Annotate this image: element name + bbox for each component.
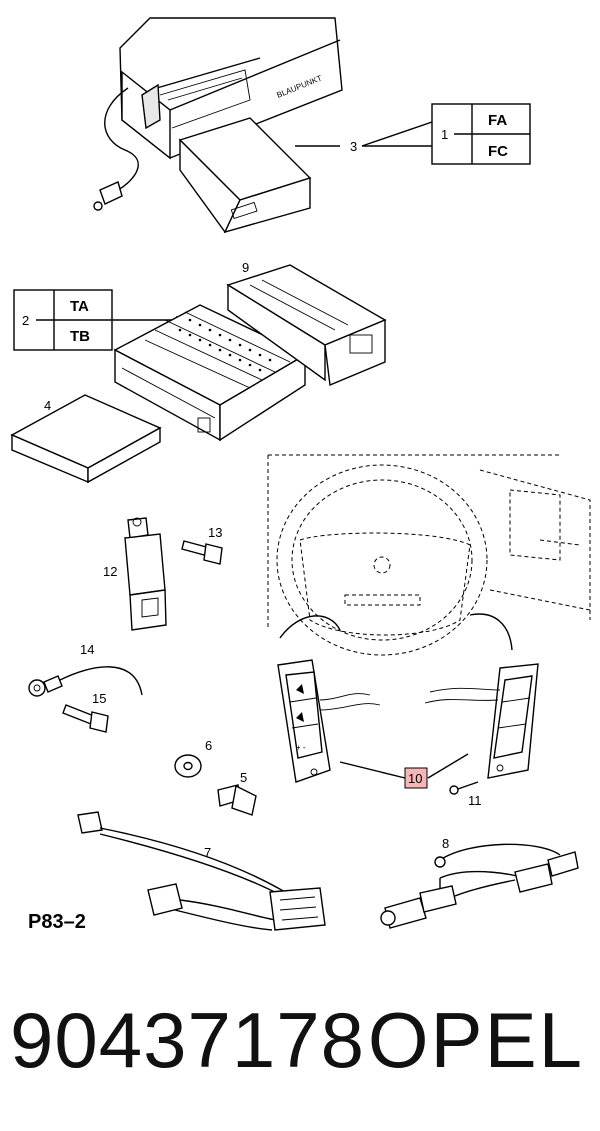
callout-14: 14 xyxy=(80,642,94,657)
callout-13: 13 xyxy=(208,525,222,540)
callout-5: 5 xyxy=(240,770,247,785)
page-reference: P83–2 xyxy=(28,911,86,933)
callout-9: 9 xyxy=(242,260,249,275)
callout-15: 15 xyxy=(92,691,106,706)
part-footer: 90437178 OPEL xyxy=(0,990,600,1110)
option-box-1: 1 FA FC xyxy=(431,103,531,165)
wiring-harness-7 xyxy=(77,811,326,931)
option-code-fa: FA xyxy=(488,112,507,129)
option-code-fc: FC xyxy=(488,143,508,160)
part-number: 90437178 xyxy=(10,996,366,1084)
highlight-box-10 xyxy=(404,767,428,789)
callout-6: 6 xyxy=(205,738,212,753)
callout-4: 4 xyxy=(44,398,51,413)
radio-unit xyxy=(113,304,307,442)
svg-text:+ -: + - xyxy=(296,743,306,752)
bolt-15 xyxy=(62,704,109,733)
callout-2: 2 xyxy=(22,313,29,328)
bolt-13 xyxy=(181,540,223,565)
right-steering-switch xyxy=(424,663,539,779)
module-4 xyxy=(10,394,162,484)
screw-11 xyxy=(449,781,479,795)
left-steering-switch: + - xyxy=(277,659,381,783)
mounting-frame xyxy=(226,264,387,387)
callout-3: 3 xyxy=(350,139,357,154)
option-box-2: 2 TA TB xyxy=(13,289,113,351)
bolt-5 xyxy=(217,784,257,816)
option-code-ta: TA xyxy=(70,298,89,315)
callout-8: 8 xyxy=(442,836,449,851)
cable-14 xyxy=(28,666,143,697)
callout-12: 12 xyxy=(103,564,117,579)
antenna-cable-8 xyxy=(380,843,579,929)
brand-name: OPEL xyxy=(367,996,584,1084)
amplifier-12 xyxy=(124,517,167,631)
callout-11: 11 xyxy=(468,793,482,808)
callout-7: 7 xyxy=(204,845,211,860)
option-code-tb: TB xyxy=(70,328,90,345)
callout-1: 1 xyxy=(441,127,448,142)
parts-diagram: BLAUPUNKT 3 1 FA FC 2 TA TB xyxy=(10,17,591,933)
callout-10: 10 xyxy=(408,771,422,786)
washer-6 xyxy=(174,754,202,778)
steering-wheel-context xyxy=(267,454,591,656)
cd-changer: BLAUPUNKT xyxy=(93,17,343,234)
